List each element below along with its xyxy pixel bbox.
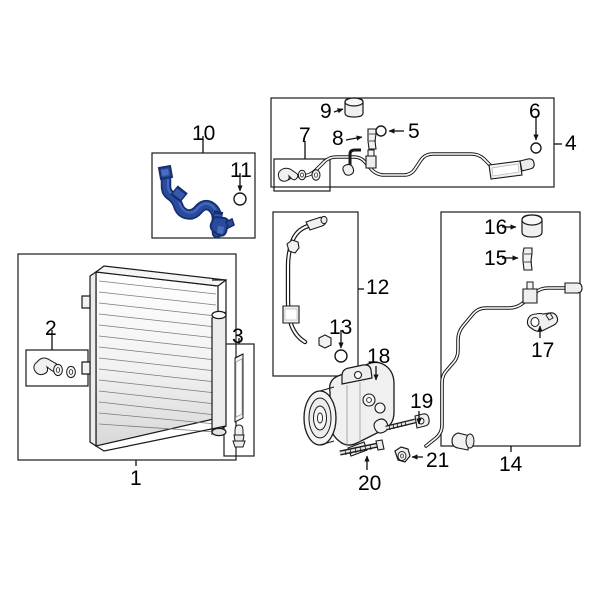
receiver-drier-illustration bbox=[232, 353, 246, 448]
callout-label-14: 14 bbox=[499, 453, 523, 476]
panel-suction-hose bbox=[272, 211, 359, 377]
line-clamp-kit-illustration bbox=[277, 167, 321, 182]
callout-label-12: 12 bbox=[366, 276, 390, 299]
callout-label-17: 17 bbox=[531, 339, 555, 362]
valve-cap-9-illustration bbox=[344, 97, 364, 118]
ac-compressor-illustration bbox=[303, 361, 395, 457]
compressor-nut-21-illustration bbox=[394, 446, 411, 463]
callout-label-8: 8 bbox=[332, 127, 344, 150]
line-clamp-17-illustration bbox=[526, 312, 559, 333]
callout-label-5: 5 bbox=[408, 120, 420, 143]
leader-lines bbox=[51, 108, 562, 470]
panel-discharge-line bbox=[270, 97, 555, 188]
callout-label-10: 10 bbox=[192, 122, 216, 145]
panel-borders bbox=[17, 97, 581, 461]
o-ring-5 bbox=[375, 125, 387, 137]
o-ring-13 bbox=[334, 349, 348, 363]
callout-label-15: 15 bbox=[484, 247, 508, 270]
callout-label-2: 2 bbox=[45, 317, 57, 340]
ac-liquid-line-illustration bbox=[424, 281, 583, 451]
callout-label-6: 6 bbox=[529, 100, 541, 123]
panel-clamp-kit bbox=[273, 158, 331, 192]
ac-suction-hose-illustration bbox=[282, 215, 332, 349]
callout-label-4: 4 bbox=[565, 132, 577, 155]
callout-label-1: 1 bbox=[130, 467, 142, 490]
valve-cap-16-illustration bbox=[521, 214, 543, 238]
callout-label-20: 20 bbox=[358, 472, 382, 495]
callout-label-13: 13 bbox=[329, 316, 353, 339]
ac-condenser-illustration bbox=[81, 265, 228, 452]
callout-label-7: 7 bbox=[299, 124, 311, 147]
ac-discharge-hose-illustration bbox=[157, 164, 235, 239]
condenser-bracket-kit-illustration bbox=[33, 357, 76, 379]
callout-label-16: 16 bbox=[484, 216, 508, 239]
service-valve-8-illustration bbox=[367, 128, 377, 150]
callout-label-18: 18 bbox=[367, 345, 391, 368]
callout-label-9: 9 bbox=[320, 100, 332, 123]
o-ring-11 bbox=[233, 192, 247, 206]
discharge-line-assembly-illustration bbox=[284, 148, 535, 181]
callout-label-19: 19 bbox=[410, 390, 434, 413]
callout-label-21: 21 bbox=[426, 449, 450, 472]
leader-8 bbox=[345, 135, 363, 141]
compressor-bolt-20-illustration bbox=[339, 439, 385, 456]
callout-label-11: 11 bbox=[230, 159, 252, 182]
o-ring-6 bbox=[530, 142, 542, 154]
service-valve-15-illustration bbox=[522, 247, 533, 271]
callout-label-3: 3 bbox=[232, 325, 244, 348]
leader-9 bbox=[333, 108, 344, 114]
